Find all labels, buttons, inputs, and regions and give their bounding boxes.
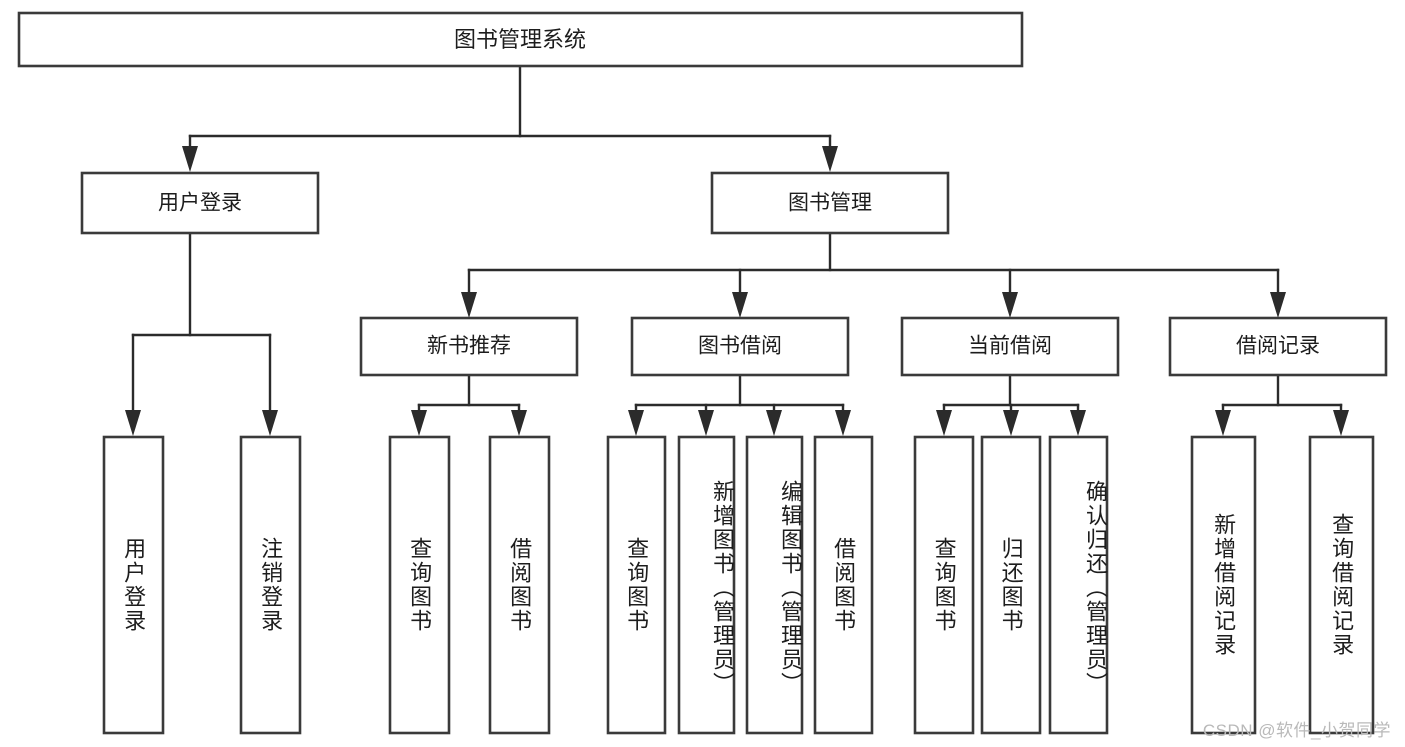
leaf-box-borrow-book-1[interactable] xyxy=(488,435,551,735)
node-book-borrow-label: 图书借阅 xyxy=(698,335,782,358)
leaf-boxes xyxy=(102,435,1375,735)
leaf-box-query-book-2[interactable] xyxy=(606,435,667,735)
leaf-box-confirm-return[interactable] xyxy=(1048,435,1109,735)
leaf-box-add-record[interactable] xyxy=(1190,435,1257,735)
arrow-head-book-borrow xyxy=(732,292,748,318)
node-borrow-record-label: 借阅记录 xyxy=(1236,335,1320,358)
arrow-head-leaf-borrow-book-2 xyxy=(835,410,851,436)
arrow-head-leaf-query-record xyxy=(1333,410,1349,436)
node-user-login-box[interactable] xyxy=(80,171,320,235)
node-new-book-recommend[interactable]: 新书推荐 xyxy=(359,316,579,377)
node-borrow-record-box[interactable] xyxy=(1168,316,1388,377)
leaf-box-edit-book[interactable] xyxy=(745,435,804,735)
leaf-box-add-book[interactable] xyxy=(677,435,736,735)
node-new-book-recommend-label: 新书推荐 xyxy=(427,335,511,358)
arrow-head-book-management xyxy=(822,146,838,172)
node-current-borrow-box[interactable] xyxy=(900,316,1120,377)
csdn-watermark: CSDN @软件_小贺同学 xyxy=(1202,721,1391,740)
node-book-borrow-box[interactable] xyxy=(630,316,850,377)
node-book-management-box[interactable] xyxy=(710,171,950,235)
arrow-head-leaf-add-record xyxy=(1215,410,1231,436)
arrow-head-new-book-recommend xyxy=(461,292,477,318)
arrow-head-leaf-edit-book xyxy=(766,410,782,436)
arrow-head-user-login xyxy=(182,146,198,172)
leaf-box-return-book[interactable] xyxy=(980,435,1042,735)
arrow-head-leaf-user-login xyxy=(125,410,141,436)
leaf-box-query-book-3[interactable] xyxy=(913,435,975,735)
node-book-management[interactable]: 图书管理 xyxy=(710,171,950,235)
node-book-borrow[interactable]: 图书借阅 xyxy=(630,316,850,377)
leaf-box-user-logout[interactable] xyxy=(239,435,302,735)
arrow-head-leaf-confirm-return xyxy=(1070,410,1086,436)
arrow-head-leaf-query-book-2 xyxy=(628,410,644,436)
node-root-label: 图书管理系统 xyxy=(454,27,586,52)
node-root[interactable]: 图书管理系统 xyxy=(17,11,1024,68)
arrow-head-leaf-user-logout xyxy=(262,410,278,436)
arrow-head-leaf-query-book-1 xyxy=(411,410,427,436)
connectors xyxy=(125,64,1349,436)
node-user-login-label: 用户登录 xyxy=(158,192,242,215)
node-root-box[interactable] xyxy=(17,11,1024,68)
node-current-borrow-label: 当前借阅 xyxy=(968,335,1052,358)
node-current-borrow[interactable]: 当前借阅 xyxy=(900,316,1120,377)
arrow-head-leaf-borrow-book-1 xyxy=(511,410,527,436)
node-user-login[interactable]: 用户登录 xyxy=(80,171,320,235)
arrow-head-current-borrow xyxy=(1002,292,1018,318)
node-new-book-recommend-box[interactable] xyxy=(359,316,579,377)
node-borrow-record[interactable]: 借阅记录 xyxy=(1168,316,1388,377)
arrow-head-leaf-query-book-3 xyxy=(936,410,952,436)
arrow-head-leaf-add-book xyxy=(698,410,714,436)
leaf-box-borrow-book-2[interactable] xyxy=(813,435,874,735)
leaf-box-query-record[interactable] xyxy=(1308,435,1375,735)
node-book-management-label: 图书管理 xyxy=(788,192,872,215)
leaf-box-query-book-1[interactable] xyxy=(388,435,451,735)
leaf-box-user-login[interactable] xyxy=(102,435,165,735)
arrow-head-borrow-record xyxy=(1270,292,1286,318)
arrow-head-leaf-return-book xyxy=(1003,410,1019,436)
